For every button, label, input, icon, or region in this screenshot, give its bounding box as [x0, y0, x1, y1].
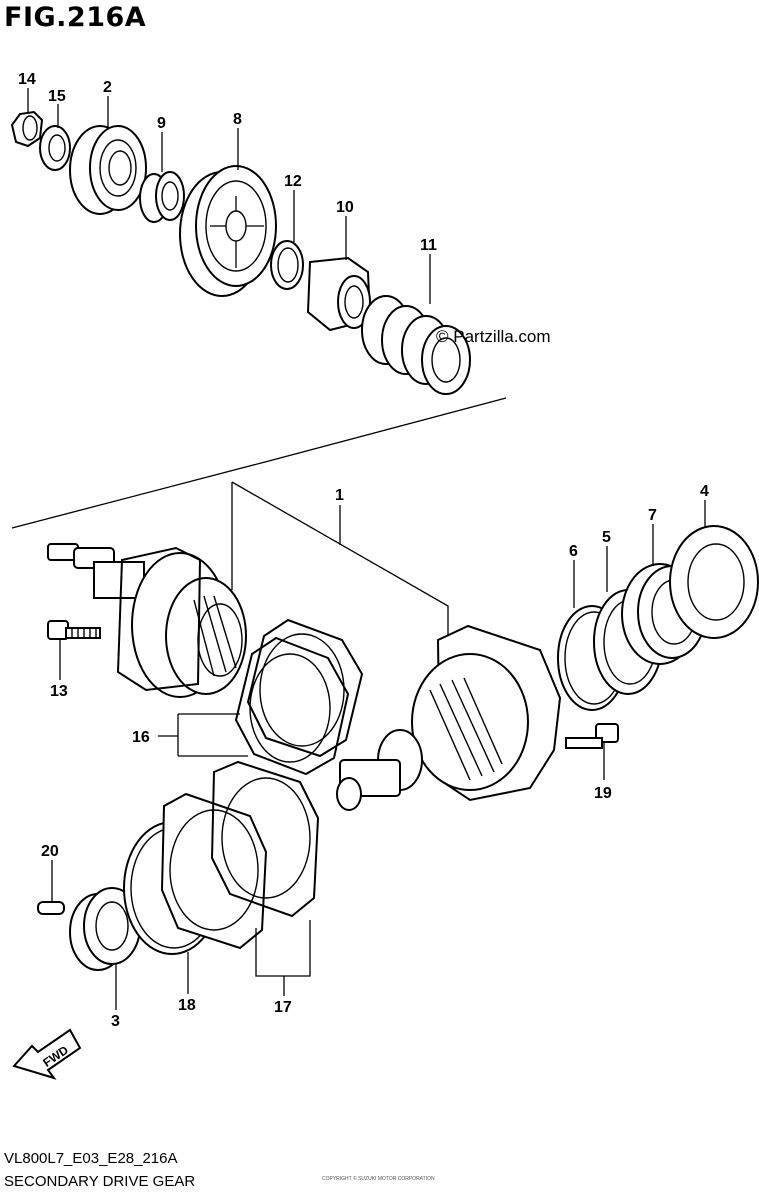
callout-3[interactable]: 3	[111, 1013, 120, 1030]
part-9-collar[interactable]	[139, 171, 185, 223]
part-14-nut[interactable]	[10, 110, 44, 148]
part-4-nut[interactable]	[669, 525, 759, 639]
part-12-circlip[interactable]	[270, 240, 304, 290]
diagram-code: VL800L7_E03_E28_216A	[4, 1150, 178, 1167]
callout-10[interactable]: 10	[336, 199, 354, 216]
part-8-driven-gear[interactable]	[179, 165, 277, 297]
part-13-bolt[interactable]	[47, 620, 101, 640]
figure-title: FIG.216A	[4, 2, 147, 33]
fwd-arrow: FWD	[12, 1028, 82, 1080]
assembly-bracket-1	[11, 397, 507, 529]
callout-18[interactable]: 18	[178, 997, 196, 1014]
part-1-housing[interactable]	[336, 624, 562, 811]
callout-7[interactable]: 7	[648, 507, 657, 524]
callout-13[interactable]: 13	[50, 683, 68, 700]
callout-17[interactable]: 17	[274, 999, 292, 1016]
part-15-washer[interactable]	[39, 125, 71, 171]
callout-19[interactable]: 19	[594, 785, 612, 802]
callout-2[interactable]: 2	[103, 79, 112, 96]
callout-6[interactable]: 6	[569, 543, 578, 560]
part-2-bearing[interactable]	[69, 125, 147, 215]
callout-4[interactable]: 4	[700, 483, 709, 500]
callout-5[interactable]: 5	[602, 529, 611, 546]
callout-9[interactable]: 9	[157, 115, 166, 132]
callout-12[interactable]: 12	[284, 173, 302, 190]
callout-11[interactable]: 11	[420, 237, 437, 254]
part-20-pin[interactable]	[37, 901, 65, 915]
diagram-name: SECONDARY DRIVE GEAR	[4, 1173, 196, 1190]
callout-20[interactable]: 20	[41, 843, 59, 860]
part-17-shims[interactable]	[160, 760, 320, 950]
part-10-cam[interactable]	[306, 256, 372, 332]
callout-8[interactable]: 8	[233, 111, 242, 128]
part-1-drive-gear-shaft[interactable]	[47, 543, 247, 698]
copyright-note: COPYRIGHT © SUZUKI MOTOR CORPORATION	[322, 1176, 435, 1182]
callout-1[interactable]: 1	[335, 487, 344, 504]
callout-14[interactable]: 14	[18, 71, 36, 88]
part-11-spring[interactable]	[361, 295, 471, 395]
callout-15[interactable]: 15	[48, 88, 66, 105]
part-19-bolt[interactable]	[565, 723, 619, 749]
part-16-shims[interactable]	[234, 618, 364, 776]
callout-16[interactable]: 16	[132, 729, 150, 746]
watermark: © Partzilla.com	[436, 327, 551, 346]
